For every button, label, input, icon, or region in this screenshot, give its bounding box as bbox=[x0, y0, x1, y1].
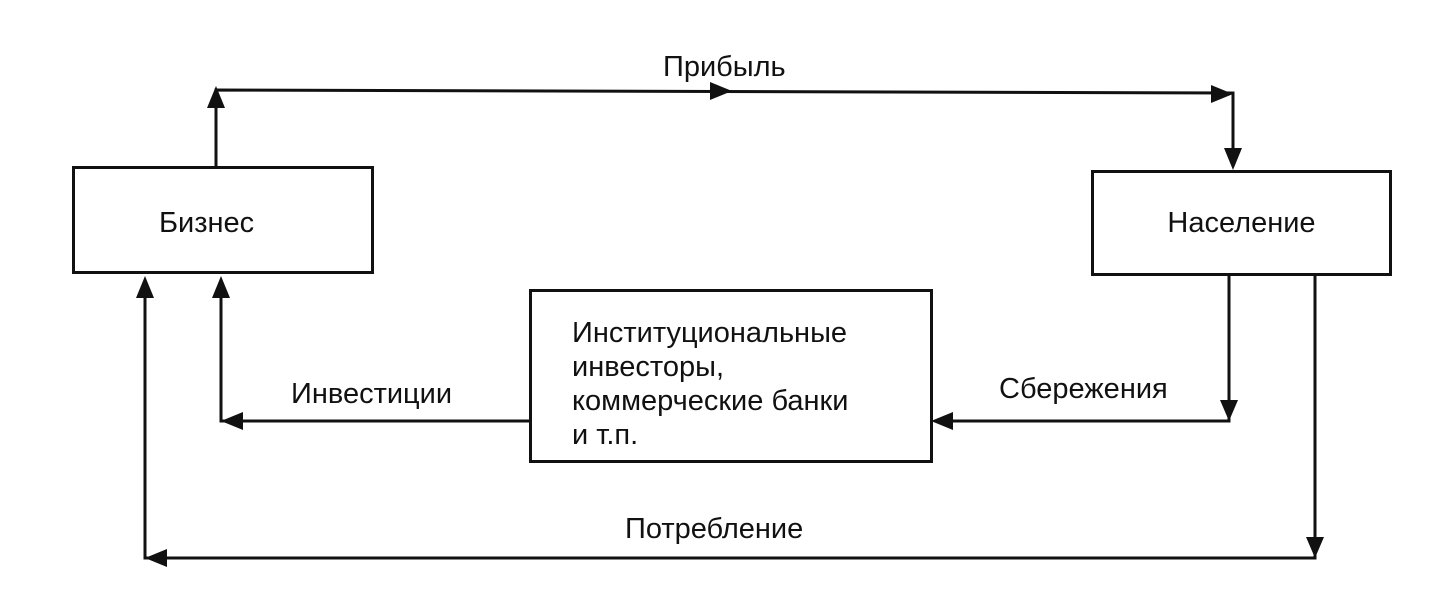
consumption-arrowhead-left bbox=[145, 549, 167, 567]
institutions-label-line: Институциональные bbox=[572, 317, 848, 349]
institutions-label: Институциональные инвесторы, коммерчески… bbox=[572, 316, 848, 452]
profit-arrow-line bbox=[214, 88, 1235, 168]
consumption-arrow-line bbox=[143, 274, 1317, 560]
profit-arrowhead-corner bbox=[1211, 85, 1233, 103]
investments-arrowhead-up bbox=[212, 276, 230, 298]
institutions-node: Институциональные инвесторы, коммерчески… bbox=[529, 289, 933, 463]
consumption-arrowhead-up bbox=[136, 276, 154, 298]
profit-arrowhead-down bbox=[1224, 148, 1242, 170]
population-node: Население bbox=[1091, 170, 1392, 276]
institutions-label-line: коммерческие банки bbox=[572, 385, 849, 417]
consumption-arrowhead-down bbox=[1306, 537, 1324, 558]
profit-arrowhead-up bbox=[207, 86, 225, 108]
consumption-label: Потребление bbox=[625, 513, 804, 545]
savings-label: Сбережения bbox=[999, 373, 1168, 405]
profit-arrowhead-mid bbox=[710, 82, 732, 100]
business-label: Бизнес bbox=[159, 207, 255, 239]
population-label: Население bbox=[1167, 207, 1316, 239]
savings-arrowhead-down bbox=[1220, 400, 1238, 421]
business-node: Бизнес bbox=[72, 166, 374, 274]
investments-label: Инвестиции bbox=[291, 378, 453, 410]
investments-arrowhead-left bbox=[221, 412, 243, 430]
institutions-label-line: инвесторы, bbox=[572, 351, 725, 383]
savings-arrowhead-left bbox=[931, 412, 953, 430]
profit-label: Прибыль bbox=[663, 51, 786, 83]
institutions-label-line: и т.п. bbox=[572, 419, 639, 451]
